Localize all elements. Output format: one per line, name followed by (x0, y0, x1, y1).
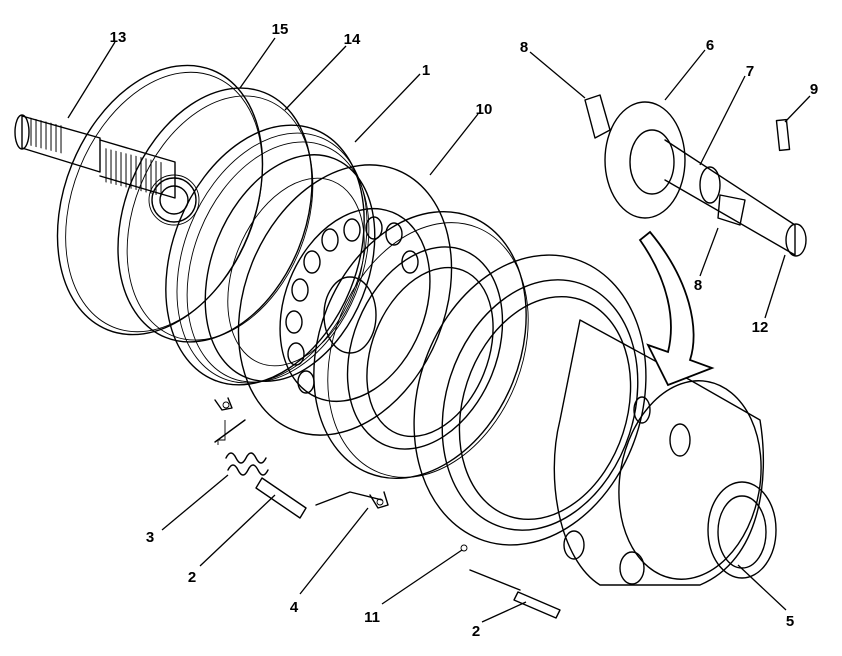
assembly-arrow-icon (638, 230, 715, 387)
pin-part-2-upper (255, 477, 307, 519)
ring-part-15 (56, 64, 264, 336)
callout-8-upper: 8 (520, 39, 528, 56)
callout-4: 4 (290, 599, 299, 616)
callout-11: 11 (364, 609, 380, 626)
piston-part-1 (165, 124, 376, 411)
callout-3: 3 (146, 529, 154, 546)
pin-part-2-lower (513, 591, 561, 619)
callout-2-lower: 2 (472, 623, 480, 640)
shaft-part-13 (14, 114, 200, 226)
callout-13: 13 (110, 29, 127, 46)
callout-labels: 13 15 14 1 10 8 6 7 9 8 12 3 2 4 11 2 5 (110, 21, 819, 640)
ring-gear-part-11 (413, 254, 647, 552)
ring-part-4 (313, 210, 529, 509)
callout-6: 6 (706, 37, 714, 54)
callout-14: 14 (344, 31, 361, 48)
callout-9: 9 (810, 81, 818, 98)
callout-1: 1 (422, 62, 430, 79)
callout-10: 10 (476, 101, 493, 118)
plate-part-10 (237, 164, 453, 436)
callout-12: 12 (752, 319, 769, 336)
callout-2-upper: 2 (188, 569, 196, 586)
callout-5: 5 (786, 613, 794, 630)
seal-part-14 (117, 87, 314, 343)
pinion-assembly (584, 94, 807, 257)
callout-7: 7 (746, 63, 754, 80)
callout-8-lower: 8 (694, 277, 702, 294)
leader-lines (67, 37, 811, 623)
carrier-part-5 (553, 319, 777, 586)
spring-part-3 (225, 452, 269, 476)
callout-15: 15 (272, 21, 289, 38)
